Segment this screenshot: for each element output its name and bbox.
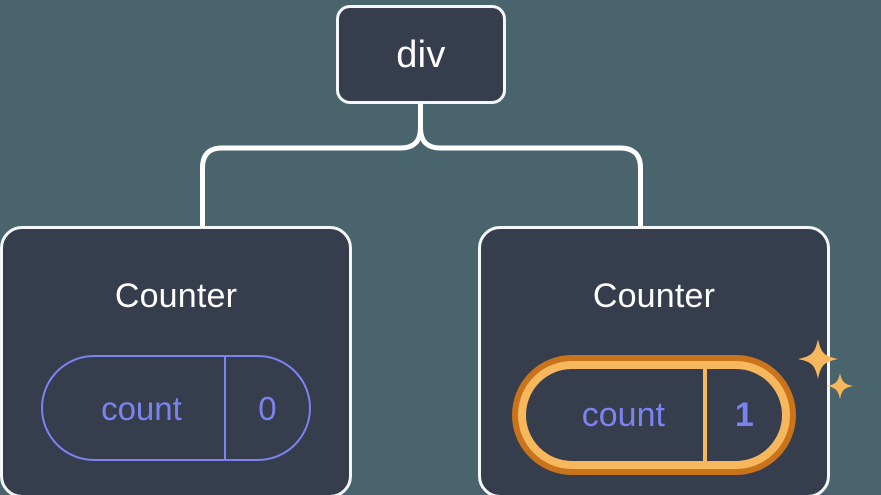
root-node-label: div xyxy=(396,33,446,76)
state-pill-highlighted[interactable]: count 1 xyxy=(512,355,796,475)
state-pill[interactable]: count 0 xyxy=(41,355,311,461)
connector-right-branch xyxy=(418,101,643,231)
counter-title: Counter xyxy=(114,277,238,315)
counter-title: Counter xyxy=(592,277,716,315)
node-root-div[interactable]: div xyxy=(336,5,506,104)
state-pill-wrapper: count 0 xyxy=(41,355,311,461)
sparkle-small-icon xyxy=(827,373,853,399)
node-counter-left[interactable]: Counter count 0 xyxy=(0,226,352,495)
state-pill-content: count 1 xyxy=(526,369,782,461)
sparkles-group xyxy=(798,339,853,399)
state-key-label: count xyxy=(581,396,665,434)
state-value-label: 1 xyxy=(702,369,782,461)
node-counter-right[interactable]: Counter count 1 xyxy=(478,226,853,495)
sparkle-large-icon xyxy=(798,339,838,379)
state-value-label: 0 xyxy=(223,357,309,459)
connector-left-branch xyxy=(200,101,423,231)
state-key-label: count xyxy=(101,389,182,427)
state-pill-wrapper-highlighted: count 1 xyxy=(512,339,853,475)
